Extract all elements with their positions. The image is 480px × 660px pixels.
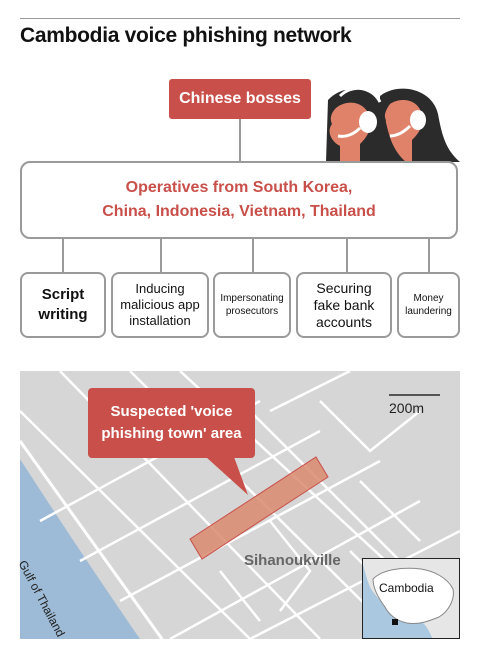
task-inducing-malicious-app: Inducing malicious app installation: [111, 272, 209, 338]
task-label: prosecutors: [225, 306, 279, 317]
operatives-line-2: China, Indonesia, Vietnam, Thailand: [102, 203, 376, 220]
task-label: writing: [38, 306, 88, 323]
chinese-bosses-box: Chinese bosses: [169, 79, 311, 119]
inset-map: [363, 559, 459, 638]
task-securing-fake-bank-accounts: Securing fake bank accounts: [296, 272, 392, 338]
connector-top: [239, 119, 241, 161]
task-label: Script: [41, 286, 85, 303]
call-center-workers-illustration: [326, 86, 460, 162]
connector-task-3: [252, 239, 254, 272]
task-label: Money: [413, 293, 444, 304]
locator-inset: Cambodia: [362, 558, 460, 639]
inset-country-label: Cambodia: [379, 581, 434, 595]
task-label: Impersonating: [220, 293, 284, 304]
scale-label: 200m: [389, 400, 425, 416]
task-label: installation: [129, 313, 191, 328]
callout-line-1: Suspected 'voice: [110, 403, 233, 420]
city-label: Sihanoukville: [244, 552, 341, 569]
suspected-area-callout: Suspected 'voice phishing town' area: [88, 388, 255, 458]
task-label: laundering: [405, 306, 452, 317]
connector-task-1: [62, 239, 64, 272]
operatives-line-1: Operatives from South Korea,: [125, 179, 353, 196]
task-script-writing: Script writing: [20, 272, 106, 338]
task-label: Securing: [316, 279, 372, 296]
callout-line-2: phishing town' area: [101, 425, 242, 442]
connector-task-5: [428, 239, 430, 272]
task-label: Inducing: [135, 281, 185, 296]
task-money-laundering: Money laundering: [397, 272, 460, 338]
task-label: malicious app: [120, 297, 200, 312]
page-title: Cambodia voice phishing network: [20, 24, 352, 47]
top-rule: [20, 18, 460, 19]
connector-task-4: [346, 239, 348, 272]
operatives-box: Operatives from South Korea, China, Indo…: [20, 161, 458, 239]
connector-task-2: [160, 239, 162, 272]
task-label: fake bank: [313, 296, 375, 313]
task-label: accounts: [315, 313, 373, 330]
task-impersonating-prosecutors: Impersonating prosecutors: [213, 272, 291, 338]
